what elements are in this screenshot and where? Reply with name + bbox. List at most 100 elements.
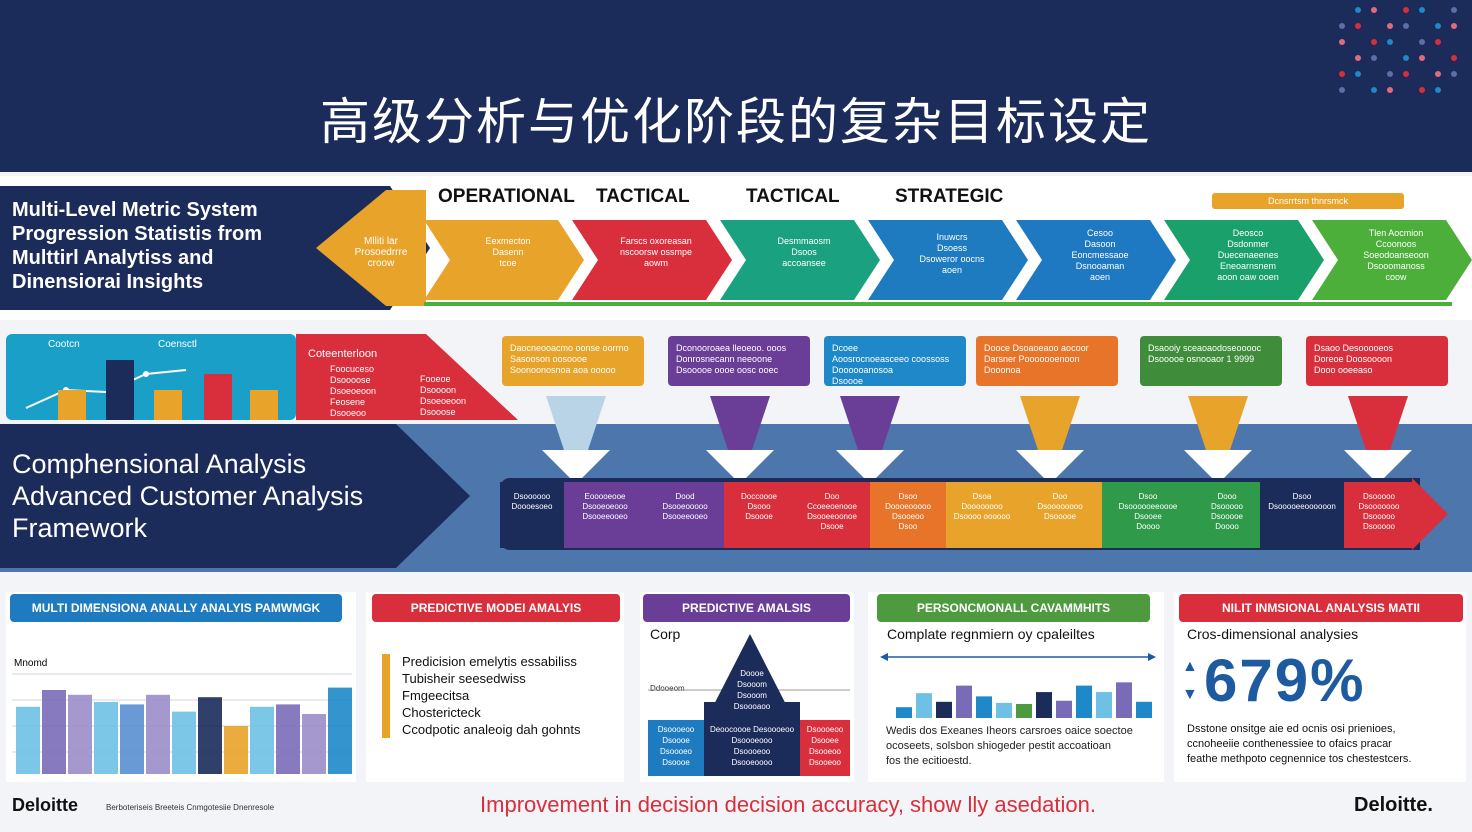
panel-2-title: PREDICTIVE MODEI AMALYIS <box>372 594 620 622</box>
decor-dot <box>1371 7 1377 13</box>
chevron-2 <box>572 220 732 300</box>
row2-bar <box>154 390 182 420</box>
decor-dot <box>1355 7 1361 13</box>
panel-4-range-arrow <box>880 653 1156 661</box>
decor-dot <box>1339 23 1345 29</box>
decor-dot <box>1403 55 1409 61</box>
row2-mini-chart <box>58 360 278 420</box>
decor-dot <box>1419 39 1425 45</box>
panel-3-pyramid <box>648 634 850 776</box>
panel-5-title: NILIT INMSIONAL ANALYSIS MATII <box>1179 594 1463 622</box>
decor-dot <box>1403 7 1409 13</box>
panel4-bar <box>1076 685 1092 718</box>
funnel-arrow-1 <box>542 396 610 484</box>
panel4-bar <box>1056 700 1072 718</box>
decor-dot <box>1355 55 1361 61</box>
big-stat: 679% <box>1204 647 1366 714</box>
panel-2 <box>366 592 624 782</box>
funnel-arrow-4 <box>1016 396 1084 484</box>
panel-4-chart <box>896 682 1152 718</box>
panel-4-title: PERSONCMONALL CAVAMMHITS <box>877 594 1150 622</box>
panel-3-subtitle: Corp <box>650 626 681 642</box>
panel-2-list-bar <box>382 654 390 738</box>
panel1-bar <box>120 704 144 774</box>
stage-label-strategic: STRATEGIC <box>895 186 1004 207</box>
decor-dot <box>1355 23 1361 29</box>
decor-dot <box>1403 71 1409 77</box>
decor-dot <box>1387 71 1393 77</box>
decorative-dots <box>1339 7 1457 93</box>
decor-dot <box>1451 71 1457 77</box>
chevron-4 <box>868 220 1028 300</box>
up-arrow-icon: ▲ <box>1182 658 1198 675</box>
row2-bar <box>250 390 278 420</box>
row2-red-title: Coteenterloon <box>308 348 378 360</box>
row2-chart-label-2: Coensctl <box>158 339 197 350</box>
down-arrow-icon: ▼ <box>1182 686 1198 703</box>
panel1-bar <box>276 704 300 774</box>
panel4-bar <box>916 693 932 718</box>
panel1-bar <box>172 711 196 774</box>
orange-left-arrow <box>316 190 426 306</box>
decor-dot <box>1435 87 1441 93</box>
panel4-bar <box>976 696 992 718</box>
panel-3-small-label: Ddooeom <box>650 684 685 693</box>
panel1-bar <box>16 706 40 774</box>
chevron-5 <box>1016 220 1176 300</box>
decor-dot <box>1451 55 1457 61</box>
stage-label-operational: OPERATIONAL <box>438 186 575 207</box>
segment-arrow-tip <box>1412 478 1448 550</box>
row1-underline <box>424 302 1452 306</box>
funnel-arrow-2 <box>706 396 774 484</box>
decor-dot <box>1419 55 1425 61</box>
decor-dot <box>1371 87 1377 93</box>
decor-dot <box>1339 71 1345 77</box>
decor-dot <box>1435 71 1441 77</box>
funnel-arrows <box>542 396 1412 484</box>
panel1-bar <box>302 714 326 774</box>
panel-5-desc: Dsstone onsitge aie ed ocnis osi prienio… <box>1187 723 1412 765</box>
decor-dot <box>1419 7 1425 13</box>
decor-dot <box>1403 23 1409 29</box>
funnel-arrow-3 <box>836 396 904 484</box>
decor-dot <box>1451 23 1457 29</box>
panel4-bar <box>1016 703 1032 718</box>
panel1-bar <box>224 726 248 774</box>
row2-bar <box>204 374 232 420</box>
panel4-bar <box>996 702 1012 718</box>
panel-5 <box>1174 592 1466 782</box>
row2-chart-label-1: Cootcn <box>48 339 80 350</box>
decor-dot <box>1355 71 1361 77</box>
stage-label-tactical: TACTICAL <box>596 186 690 207</box>
row1-heading-arrow <box>0 186 430 310</box>
decor-dot <box>1371 55 1377 61</box>
decor-dot <box>1387 87 1393 93</box>
panel4-bar <box>936 701 952 718</box>
chevron-3 <box>720 220 880 300</box>
row2-bar <box>106 360 134 420</box>
panel-5-subtitle: Cros-dimensional analysies <box>1187 626 1359 642</box>
